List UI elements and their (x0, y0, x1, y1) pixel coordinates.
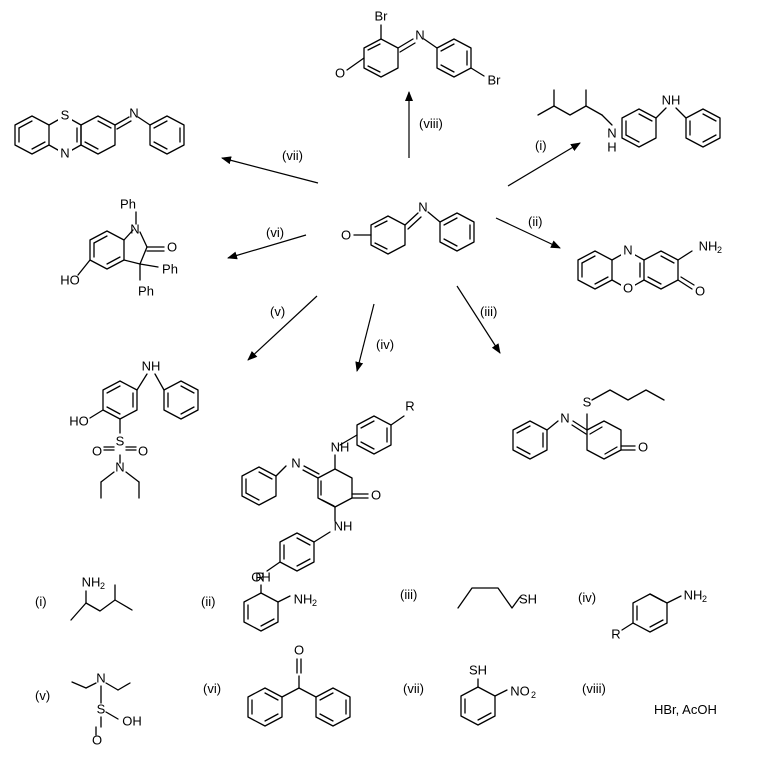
step-label-i: (i) (535, 138, 547, 153)
subscript-2: 2 (702, 594, 707, 604)
atom-s: S (583, 394, 592, 409)
reagent-label-v: (v) (35, 688, 50, 703)
arrow-ii (495, 217, 561, 249)
reagent-label-i: (i) (35, 594, 47, 609)
atom-n: N (130, 221, 139, 236)
reaction-arrows (221, 91, 581, 372)
subscript-2: 2 (100, 581, 105, 591)
reagent-vi: (vi) O (203, 642, 351, 727)
subscript-2: 2 (312, 598, 317, 608)
arrow-v (247, 295, 318, 361)
atom-n: N (96, 670, 105, 685)
step-label-ii: (ii) (528, 214, 542, 229)
atom-o: O (92, 732, 102, 747)
atom-br: Br (375, 8, 389, 23)
atom-sh: SH (469, 662, 487, 677)
subscript-2: 2 (717, 245, 722, 255)
atom-br: Br (488, 72, 502, 87)
atom-no2: NO (510, 683, 530, 698)
atom-ph: Ph (120, 196, 136, 211)
atom-o: O (638, 439, 648, 454)
product-v: NH HO S O O N (69, 358, 199, 499)
reagent-iv: (iv) NH 2 R (578, 587, 707, 641)
atom-o: O (167, 239, 177, 254)
step-label-vi: (vi) (266, 225, 284, 240)
step-labels: (viii) (vii) (i) (vi) (ii) (v) (iv) (iii… (266, 116, 547, 352)
atom-nh: NH (684, 587, 703, 602)
product-ii: N O O NH 2 (577, 238, 722, 298)
reagent-viii: (viii) HBr, AcOH (582, 681, 717, 717)
atom-nh: NH (294, 591, 313, 606)
reagent-i: (i) NH 2 (35, 574, 133, 621)
product-viii: Br N O Br (335, 8, 501, 87)
reagent-label-vi: (vi) (203, 681, 221, 696)
reagent-hbr-acoh: HBr, AcOH (654, 702, 717, 717)
atom-r: R (611, 626, 620, 641)
atom-oh: OH (122, 713, 142, 728)
reagent-v: (v) N S O OH (35, 670, 142, 747)
step-label-iii: (iii) (480, 304, 497, 319)
atom-o: O (623, 280, 633, 295)
atom-o: O (294, 642, 304, 657)
atom-r: R (255, 569, 264, 584)
atom-n: N (291, 455, 300, 470)
atom-ho: HO (60, 272, 80, 287)
atom-ho: HO (69, 413, 89, 428)
atom-n: N (115, 459, 124, 474)
atom-nh: NH (334, 518, 353, 533)
atom-nh: NH (142, 358, 161, 373)
atom-nh: NH (699, 238, 718, 253)
atom-sh: SH (519, 591, 537, 606)
atom-nh: NH (82, 574, 101, 589)
reagent-label-viii: (viii) (582, 681, 606, 696)
atom-n: N (560, 410, 569, 425)
atom-o: O (92, 443, 102, 458)
reagent-label-vii: (vii) (403, 681, 424, 696)
atom-n: N (623, 242, 632, 257)
atom-s: S (97, 701, 106, 716)
atom-n: N (418, 199, 427, 214)
atom-ph: Ph (162, 261, 178, 276)
product-vii: S N N (14, 105, 185, 161)
step-label-viii: (viii) (419, 116, 443, 131)
atom-nh: NH (331, 439, 350, 454)
reagent-label-ii: (ii) (201, 594, 215, 609)
arrow-iii (456, 285, 501, 354)
reagent-iii: (iii) SH (400, 587, 537, 609)
atom-n: N (129, 105, 138, 120)
product-i: NH N H (537, 89, 721, 154)
product-iv: R NH N O NH R (241, 398, 415, 584)
subscript-2: 2 (531, 690, 536, 700)
atom-o: O (371, 487, 381, 502)
reagent-label-iv: (iv) (578, 590, 596, 605)
atom-o: O (341, 227, 351, 242)
atom-o: O (138, 443, 148, 458)
atom-h: H (607, 139, 616, 154)
reagent-label-iii: (iii) (400, 587, 417, 602)
atom-o: O (695, 283, 705, 298)
step-label-vii: (vii) (282, 148, 303, 163)
atom-s: S (116, 433, 125, 448)
atom-nh: NH (662, 92, 681, 107)
arrow-vii (221, 156, 319, 184)
arrow-iv (355, 303, 375, 372)
reagent-ii: (ii) OH NH 2 (201, 569, 317, 632)
central-quinone-imine: O N (341, 199, 475, 255)
atom-s: S (61, 107, 70, 122)
product-vi: Ph N O Ph Ph HO (60, 196, 178, 298)
atom-n: N (607, 125, 616, 140)
atom-n: N (60, 145, 69, 160)
atom-ph: Ph (138, 283, 154, 298)
step-label-iv: (iv) (376, 337, 394, 352)
arrow-vi (227, 234, 307, 260)
atom-o: O (335, 65, 345, 80)
reagent-vii: (vii) SH NO 2 (403, 662, 536, 726)
product-iii: S N O (512, 389, 665, 460)
step-label-v: (v) (270, 304, 285, 319)
atom-oh: OH (251, 569, 271, 584)
arrow-i (507, 142, 581, 187)
atom-n: N (415, 27, 424, 42)
atom-r: R (405, 398, 414, 413)
